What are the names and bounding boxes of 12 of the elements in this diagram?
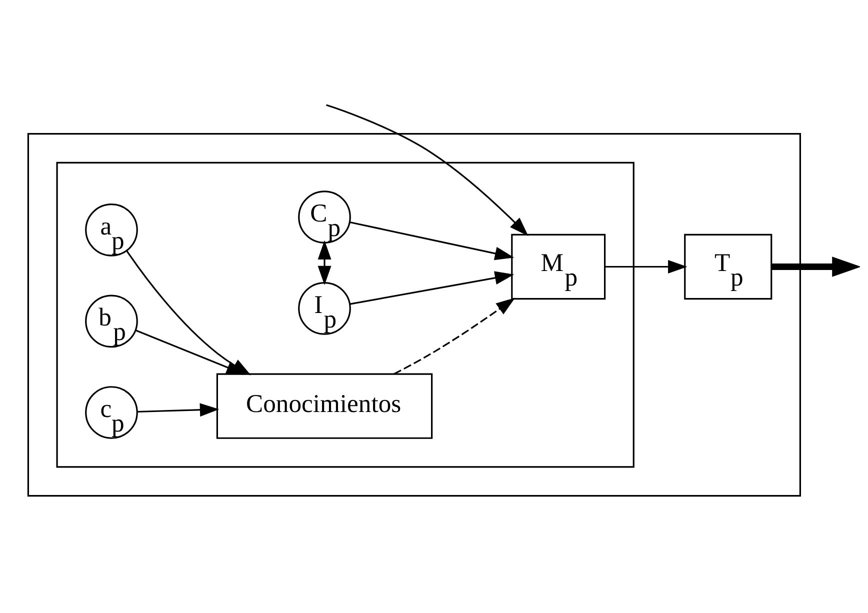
arrow [772,256,860,277]
arrow [605,260,688,274]
node-box: Conocimientos [216,373,433,439]
arrow [318,240,332,286]
arrow [350,221,514,260]
cluster [27,133,801,497]
cluster [56,162,634,468]
arrow [137,403,220,417]
arrow [394,298,516,375]
arrow [350,271,514,305]
arrow [135,330,246,375]
arrow [326,104,528,236]
